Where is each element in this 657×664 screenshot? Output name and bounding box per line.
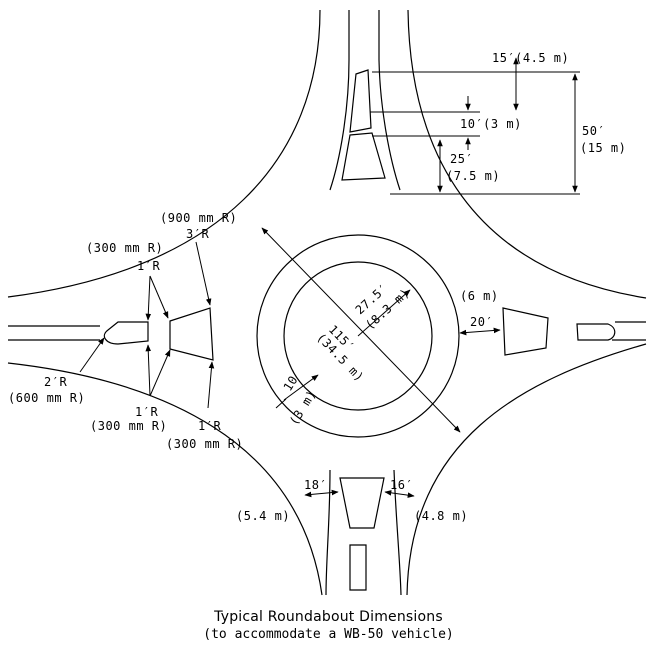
north-lane-right xyxy=(378,10,401,191)
dim-50m: (15 m) xyxy=(580,141,626,155)
dim-2r: 2′R xyxy=(44,375,67,389)
south-lane-right xyxy=(393,469,402,596)
dim-18ft: 18′ xyxy=(304,478,327,492)
dim-300mm-b: (300 mm R) xyxy=(90,419,167,433)
dim-3r: 3′R xyxy=(186,227,209,241)
dim-900mm: (900 mm R) xyxy=(160,211,237,225)
dim-300mm-c: (300 mm R) xyxy=(166,437,243,451)
east-island-nose xyxy=(576,323,616,341)
dim-15ft: 15′(4.5 m) xyxy=(492,51,569,65)
dim-5-4m: (5.4 m) xyxy=(236,509,290,523)
road-edge-nw xyxy=(7,9,321,298)
west-island-nose xyxy=(103,321,149,345)
dim-16ft: 16′ xyxy=(390,478,413,492)
dim-25m: (7.5 m) xyxy=(446,169,500,183)
dim-600mm: (600 mm R) xyxy=(8,391,85,405)
dim-6m: (6 m) xyxy=(460,289,499,303)
dim-1r-b: 1′R xyxy=(135,405,158,419)
south-island-lower xyxy=(349,544,367,591)
dim-1r-a: 1′R xyxy=(137,259,160,273)
dim-300mm-a: (300 mm R) xyxy=(86,241,163,255)
road-edge-ne xyxy=(407,9,647,299)
dim-10ft-b: 10′ xyxy=(281,367,305,394)
south-lane-left xyxy=(325,469,331,596)
dim-1r-c: 1′R xyxy=(198,419,221,433)
caption-subtitle: (to accommodate a WB-50 vehicle) xyxy=(203,627,454,642)
dim-25ft: 25′ xyxy=(450,152,473,166)
north-lane-left xyxy=(329,10,350,191)
dim-4-8m: (4.8 m) xyxy=(414,509,468,523)
road-edge-se xyxy=(406,343,647,596)
dim-10ft: 10′(3 m) xyxy=(460,117,522,131)
east-island-main xyxy=(502,307,549,356)
north-island-lower xyxy=(341,132,386,181)
dim-50ft: 50′ xyxy=(582,124,605,138)
dim-20ft: 20′ xyxy=(470,315,493,329)
road-edge-sw xyxy=(7,362,323,596)
north-island-upper xyxy=(349,69,372,133)
caption-title: Typical Roundabout Dimensions xyxy=(214,609,443,625)
south-island-upper xyxy=(339,477,385,529)
west-island-main xyxy=(169,307,214,361)
